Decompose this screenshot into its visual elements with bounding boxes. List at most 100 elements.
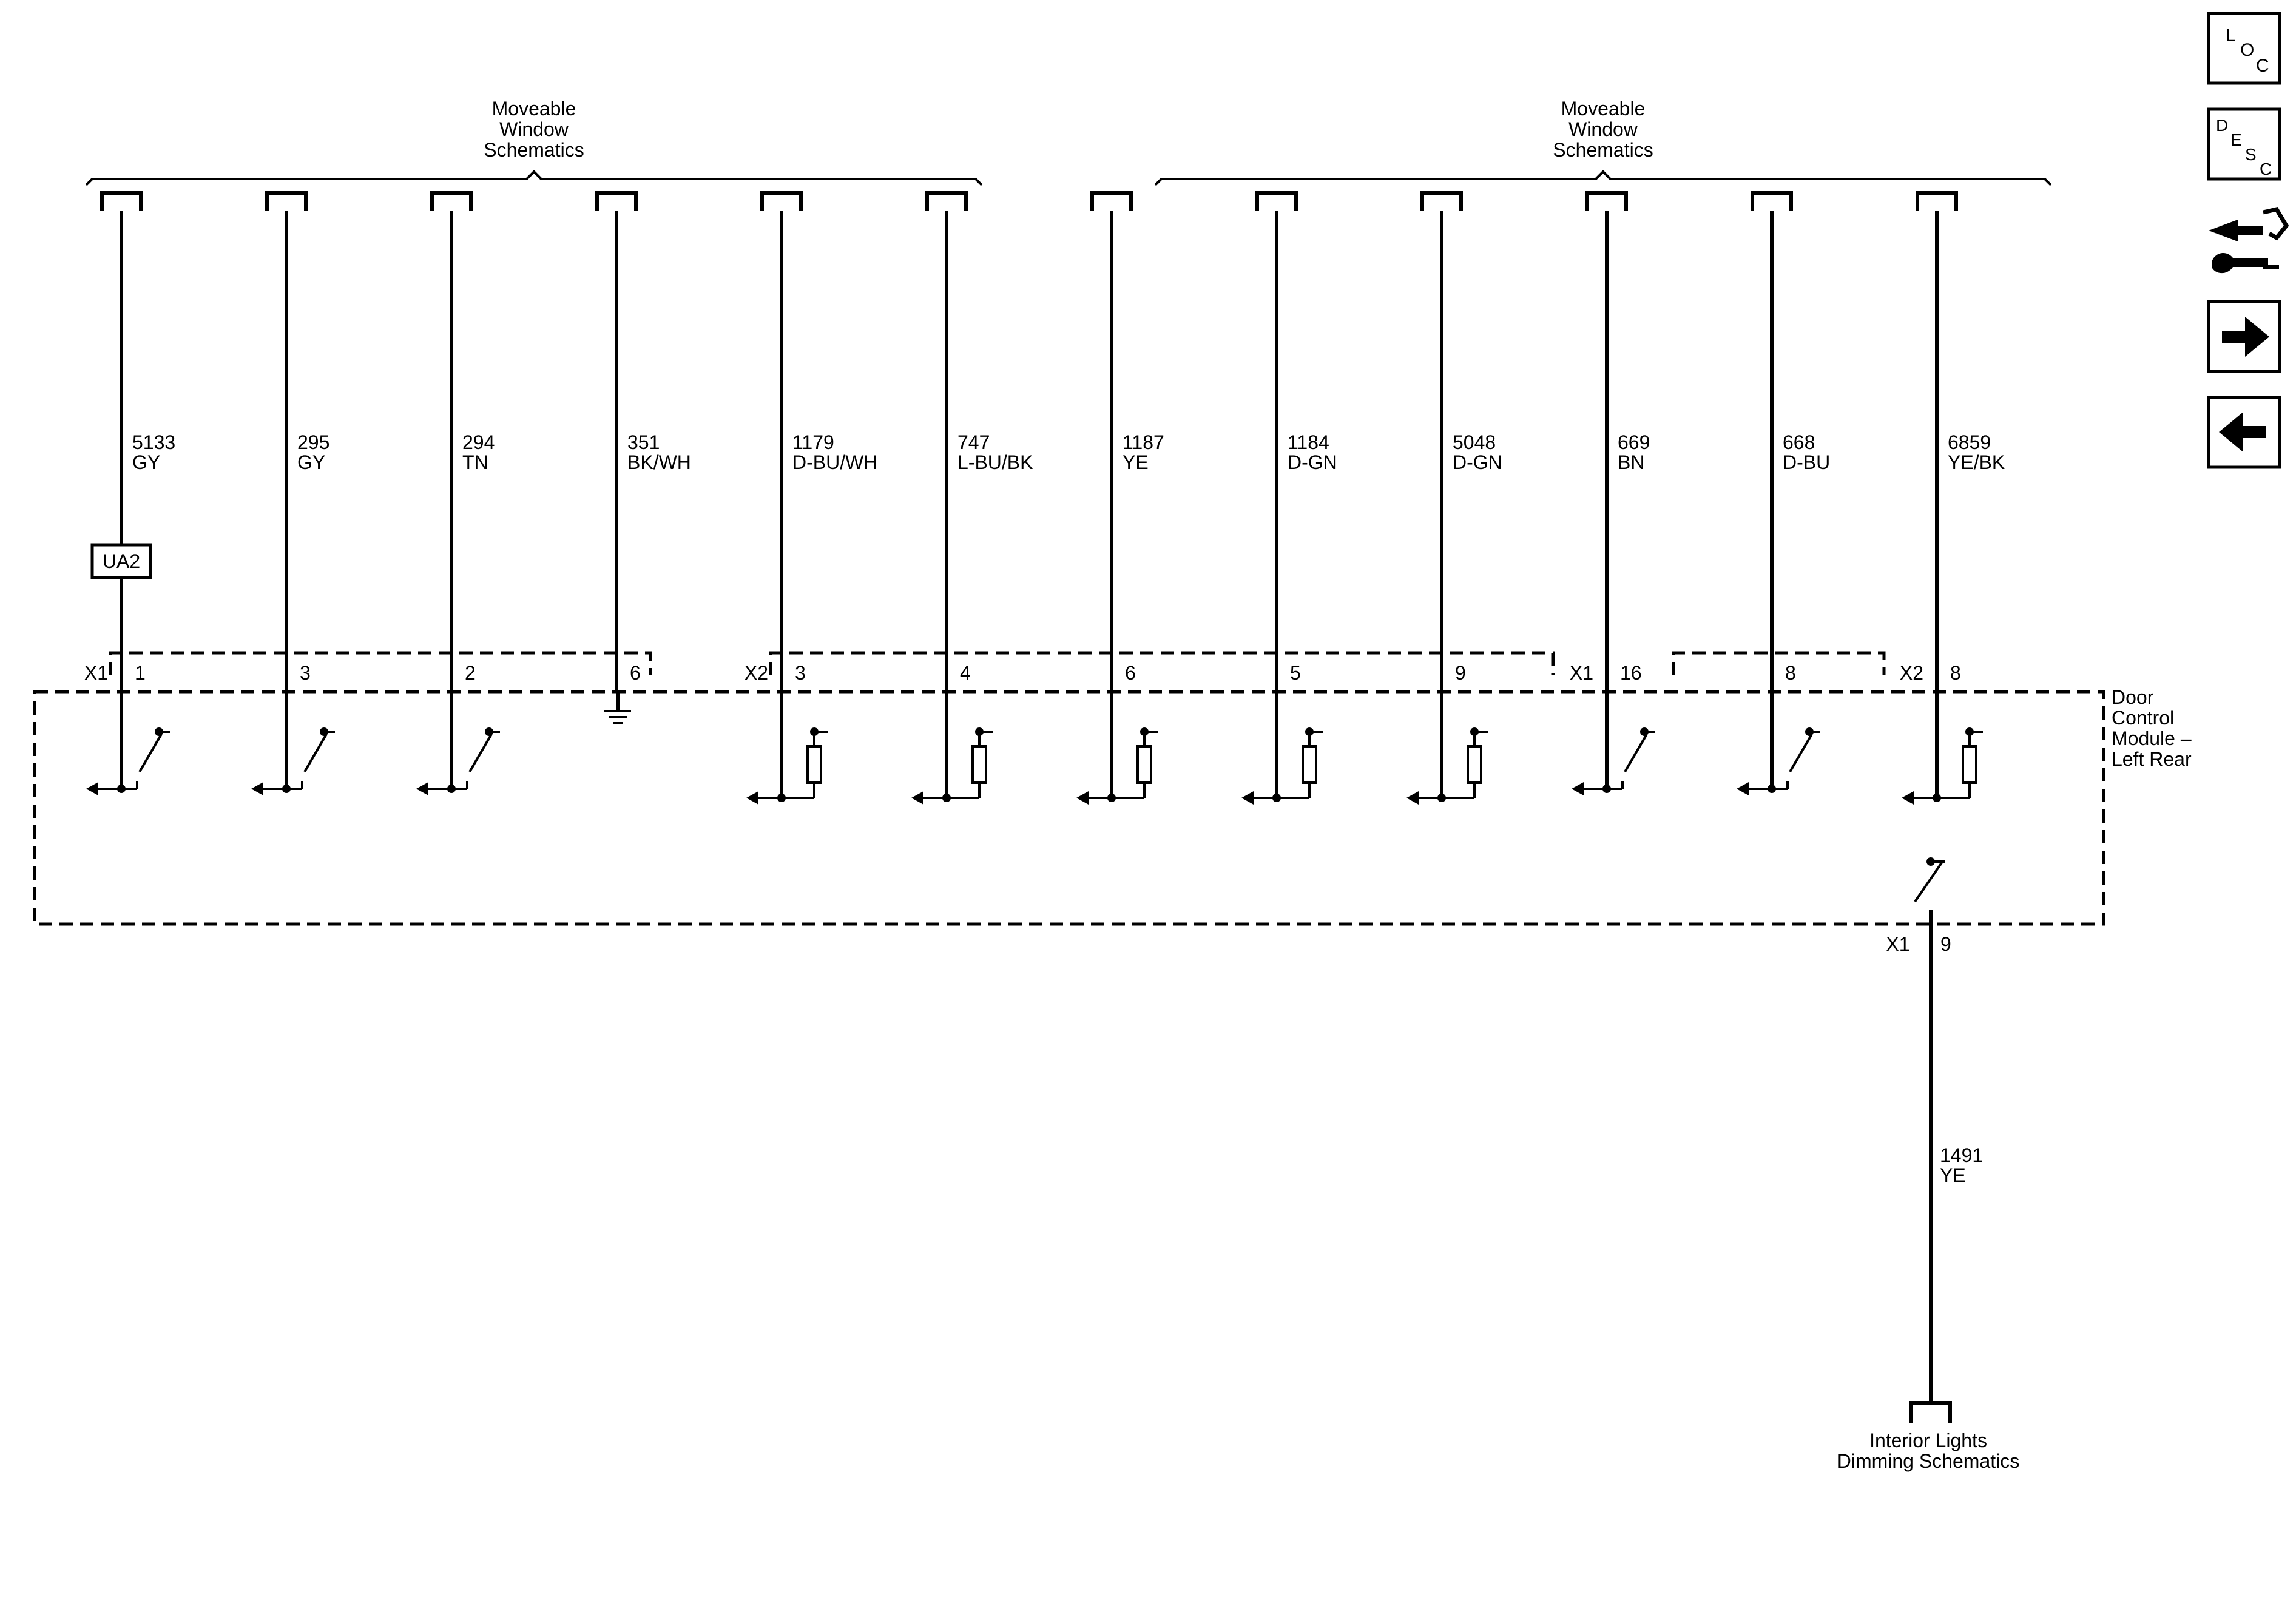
wire-10-top-connector [1585, 191, 1628, 211]
wire-2-switch-blade [303, 733, 328, 773]
wire-5-output-arrow [746, 791, 758, 805]
wire-9-color: D-GN [1453, 451, 1502, 473]
wire-9-output-arrow [1406, 791, 1419, 805]
desc-letter-c: C [2260, 160, 2272, 178]
wire-6-top-connector [925, 191, 968, 211]
wire-7-circuit-number: 1187 [1123, 431, 1164, 453]
wire-1-color: GY [132, 451, 160, 473]
upper-group-right-line3: Schematics [1553, 139, 1653, 161]
wire-8-color: D-GN [1288, 451, 1337, 473]
wire-2-color: GY [297, 451, 325, 473]
wire-9-pin: 9 [1455, 662, 1466, 684]
wire-7-output-arrow [1076, 791, 1089, 805]
wire-7-resistor [1136, 745, 1152, 784]
wire-3-switch-blade [468, 733, 493, 773]
wire-6-circuit-number: 747 [957, 431, 990, 453]
wire-2-output-arrow [251, 782, 263, 795]
module-label-line2: Control [2112, 707, 2174, 729]
wire-10-pin: 16 [1620, 662, 1642, 684]
wire-3-circuit-number: 294 [462, 431, 495, 453]
wire-1-inline-box [90, 543, 152, 579]
lower-connector-label: X1 [1886, 933, 1909, 955]
wire-5-resistor [806, 745, 822, 784]
wire-6-output-arrow [911, 791, 923, 805]
wire-1-connector: X1 [84, 662, 108, 684]
nav-desc-button[interactable]: D E S C [2207, 107, 2281, 181]
wire-5-connector: X2 [745, 662, 768, 684]
lower-circuit-number: 1491 [1940, 1144, 1983, 1166]
wire-10-color: BN [1618, 451, 1644, 473]
upper-group-right: Moveable Window Schematics [1154, 98, 2052, 186]
loc-letter-l: L [2226, 25, 2236, 46]
wire-10-output-arrow [1572, 782, 1584, 795]
nav-loc-button[interactable]: L O C [2207, 12, 2281, 85]
wire-5-color: D-BU/WH [792, 451, 877, 473]
desc-letter-d: D [2216, 116, 2228, 135]
ground-symbol [604, 692, 631, 724]
lower-destination-line2: Dimming Schematics [1837, 1450, 2020, 1472]
connector-outlines [109, 651, 1886, 675]
wire-8-top-connector [1255, 191, 1298, 211]
lower-pin-label: 9 [1940, 933, 1951, 955]
desc-letter-e: E [2230, 130, 2242, 149]
wire-12-resistor [1962, 745, 1977, 784]
wire-5-circuit-number: 1179 [792, 431, 834, 453]
wire-12-connector: X2 [1900, 662, 1923, 684]
wire-3-color: TN [462, 451, 488, 473]
wire-4-circuit-number: 351 [627, 431, 660, 453]
wire-1-pin: 1 [135, 662, 146, 684]
wire-8-circuit-number: 1184 [1288, 431, 1329, 453]
arrow-left-icon[interactable] [2207, 396, 2281, 469]
wire-6-color: L-BU/BK [957, 451, 1033, 473]
wire-9-resistor [1467, 745, 1482, 784]
module-label-line3: Module – [2112, 727, 2192, 749]
upper-group-left-line1: Moveable [492, 98, 576, 120]
wire-8-resistor [1302, 745, 1317, 784]
desc-letter-s: S [2245, 145, 2257, 164]
wire-6-pin: 4 [960, 662, 971, 684]
wire-12-circuit-number: 6859 [1948, 431, 1991, 453]
wire-12-pin: 8 [1950, 662, 1961, 684]
wire-5-top-connector [760, 191, 803, 211]
wire-6-resistor [971, 745, 987, 784]
module-label-line4: Left Rear [2112, 748, 2192, 770]
wire-11-switch-blade [1789, 733, 1813, 773]
wire-2-circuit-number: 295 [297, 431, 329, 453]
wire-3-top-connector [430, 191, 473, 211]
wire-5-pin: 3 [795, 662, 806, 684]
wire-12-color: YE/BK [1948, 451, 2005, 473]
wire-2-pin: 3 [300, 662, 311, 684]
wire-11-circuit-number: 668 [1783, 431, 1815, 453]
wire-4-color: BK/WH [627, 451, 691, 473]
connector-tool-icon[interactable] [2209, 207, 2289, 274]
lower-wire-color: YE [1940, 1164, 1966, 1186]
wire-9-top-connector [1420, 191, 1463, 211]
lower-destination-line1: Interior Lights [1869, 1430, 1987, 1451]
wire-1-top-connector [100, 191, 143, 211]
wire-8-output-arrow [1241, 791, 1254, 805]
wire-1-switch-blade [138, 733, 163, 773]
wire-9-circuit-number: 5048 [1453, 431, 1496, 453]
wire-11-output-arrow [1737, 782, 1749, 795]
door-control-module: Door Control Module – Left Rear [33, 686, 2192, 926]
upper-group-right-line2: Window [1568, 118, 1638, 140]
wire-11-pin: 8 [1785, 662, 1796, 684]
wire-12-top-connector [1916, 191, 1958, 211]
loc-letter-c: C [2256, 56, 2269, 76]
wire-1-circuit-number: 5133 [132, 431, 175, 453]
wire-8-pin: 5 [1290, 662, 1301, 684]
wire-2-top-connector [265, 191, 308, 211]
upper-group-left-line2: Window [499, 118, 569, 140]
loc-letter-o: O [2240, 40, 2254, 60]
arrow-right-icon[interactable] [2207, 300, 2281, 373]
wire-10-switch-blade [1624, 733, 1648, 773]
wire-7-pin: 6 [1125, 662, 1136, 684]
wire-1-inline-label: UA2 [103, 550, 140, 572]
upper-group-left: Moveable Window Schematics [85, 98, 983, 186]
wire-4-pin: 6 [630, 662, 641, 684]
wire-3-output-arrow [416, 782, 428, 795]
wire-3-pin: 2 [465, 662, 476, 684]
wire-7-color: YE [1123, 451, 1149, 473]
